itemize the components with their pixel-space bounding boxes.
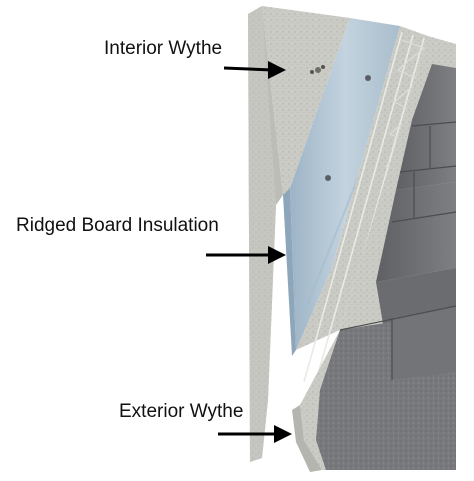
interior-wythe-label: Interior Wythe <box>104 38 223 59</box>
exterior-wythe <box>292 36 457 472</box>
insulation-arrow <box>206 246 286 264</box>
insulation-label: Ridged Board Insulation <box>16 215 219 236</box>
interior-wythe <box>248 6 350 462</box>
interior-wythe-arrow <box>223 61 286 79</box>
exterior-wythe-label: Exterior Wythe <box>119 401 244 422</box>
exterior-wythe-arrow <box>218 425 292 443</box>
concrete-core <box>296 26 428 350</box>
callout-arrows <box>206 61 292 443</box>
